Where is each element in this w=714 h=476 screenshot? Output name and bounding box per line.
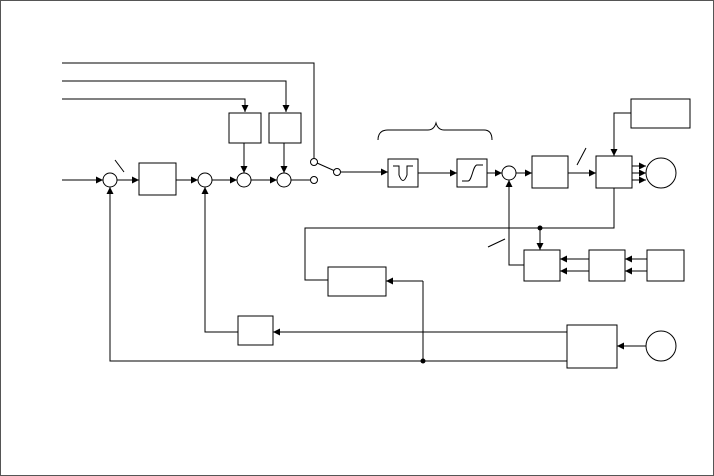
- sensor-block-1: [588, 249, 626, 282]
- limiter-icon: [462, 164, 483, 182]
- encoder-interface-block: [566, 324, 618, 369]
- summing-junction-1: [102, 172, 118, 188]
- notch-filter-icon: [393, 165, 413, 181]
- summing-junction-3: [236, 172, 252, 188]
- power-supply-block: [630, 98, 691, 129]
- junction-dot-2: [420, 358, 426, 364]
- feedforward-block-1: [228, 112, 262, 144]
- inverter-block: [595, 155, 633, 189]
- motor-symbol: [645, 157, 677, 189]
- notch-filter-block: [387, 158, 419, 188]
- command-line-1: [62, 62, 315, 158]
- sensor-block-2: [646, 249, 685, 282]
- switch-arm: [316, 162, 336, 172]
- speed-feedback-to-sum2: [201, 187, 238, 333]
- command-line-2: [62, 80, 290, 112]
- summing-junction-2: [197, 172, 213, 188]
- current-feedback-to-sum5: [505, 180, 524, 266]
- summing-junction-5: [501, 165, 517, 181]
- speed-detector-block: [237, 315, 274, 346]
- feedforward-block-2: [268, 112, 302, 144]
- inverter-feedback-line: [304, 188, 615, 281]
- encoder-symbol: [645, 330, 677, 362]
- summing-junction-4: [276, 172, 292, 188]
- position-feedback-to-sum1: [106, 187, 567, 362]
- slash-mark-2: [576, 147, 587, 166]
- switch-common-contact: [333, 168, 341, 176]
- filter-group-brace: [377, 121, 493, 141]
- controller-block-1: [138, 162, 177, 196]
- command-line-3: [62, 98, 249, 112]
- current-detector-block: [523, 249, 561, 282]
- switch-contact-bottom: [310, 176, 318, 184]
- slash-mark-1: [114, 159, 125, 173]
- current-controller-block: [531, 155, 569, 189]
- observer-block: [327, 266, 387, 297]
- switch-contact-top: [310, 158, 318, 166]
- power-to-inverter: [610, 112, 631, 156]
- slash-mark-3: [487, 238, 506, 248]
